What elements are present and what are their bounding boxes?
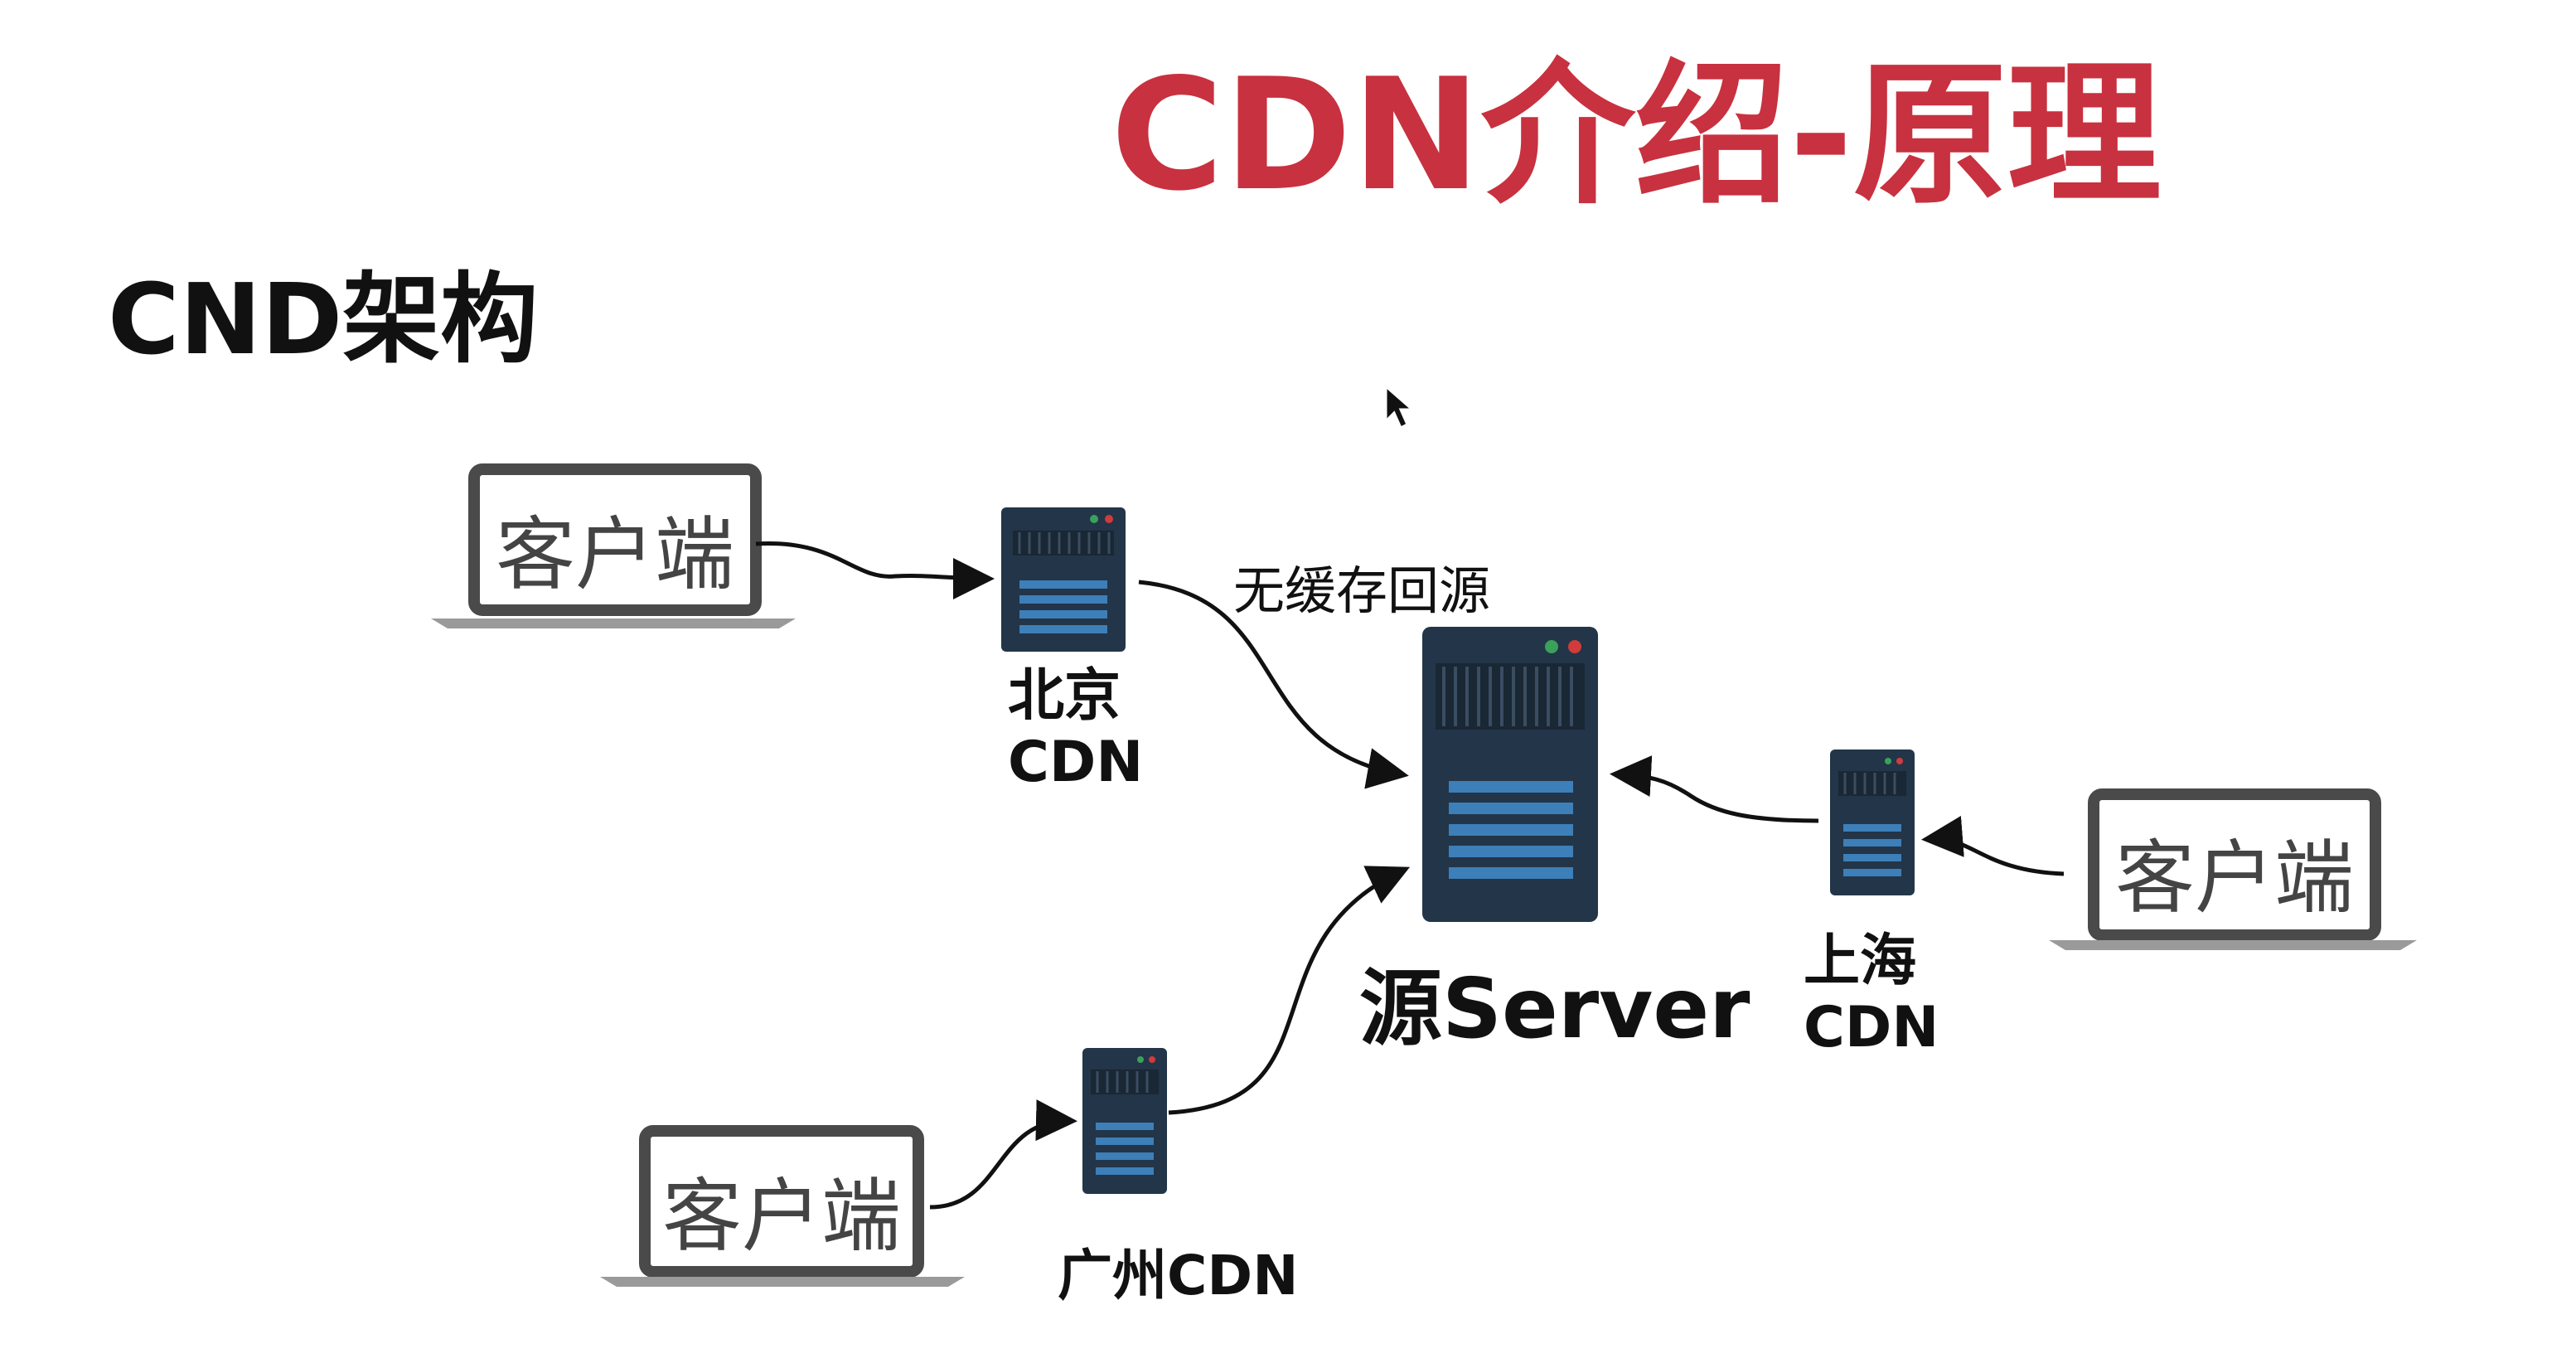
edge-label-no-cache: 无缓存回源 bbox=[1233, 560, 1491, 621]
beijing-cdn-label-line2: CDN bbox=[1008, 730, 1144, 796]
client-laptop-top-left: 客户端 bbox=[431, 463, 796, 628]
arrow-client-to-guangzhou bbox=[929, 1099, 1077, 1210]
mouse-cursor-icon bbox=[1384, 383, 1416, 430]
shanghai-cdn-label-line1: 上海 bbox=[1804, 929, 1917, 994]
client-laptop-bottom-left: 客户端 bbox=[600, 1125, 965, 1287]
arrow-client-to-shanghai bbox=[1921, 816, 2065, 876]
beijing-cdn-label-line1: 北京 bbox=[1008, 663, 1121, 729]
arrow-shanghai-to-origin bbox=[1610, 755, 1819, 823]
page-title: CDN介绍-原理 bbox=[1111, 45, 2162, 225]
origin-server-icon bbox=[1422, 627, 1598, 922]
arrow-guangzhou-to-origin bbox=[1168, 866, 1411, 1115]
shanghai-cdn-label: 上海 CDN bbox=[1804, 929, 1939, 1061]
client-label: 客户端 bbox=[662, 1170, 901, 1263]
shanghai-cdn-server-icon bbox=[1830, 749, 1915, 895]
origin-server-label: 源Server bbox=[1359, 960, 1750, 1057]
arrow-client-to-beijing bbox=[755, 541, 995, 599]
client-label: 客户端 bbox=[496, 508, 734, 601]
guangzhou-cdn-server-icon bbox=[1082, 1048, 1167, 1194]
section-title: CND架构 bbox=[108, 262, 539, 376]
guangzhou-cdn-label: 广州CDN bbox=[1058, 1244, 1299, 1307]
client-laptop-right: 客户端 bbox=[2049, 788, 2417, 950]
beijing-cdn-label: 北京 CDN bbox=[1008, 663, 1143, 796]
arrow-beijing-to-origin bbox=[1138, 580, 1409, 789]
beijing-cdn-server-icon bbox=[1001, 507, 1126, 652]
client-label: 客户端 bbox=[2115, 832, 2354, 924]
shanghai-cdn-label-line2: CDN bbox=[1804, 995, 1939, 1061]
